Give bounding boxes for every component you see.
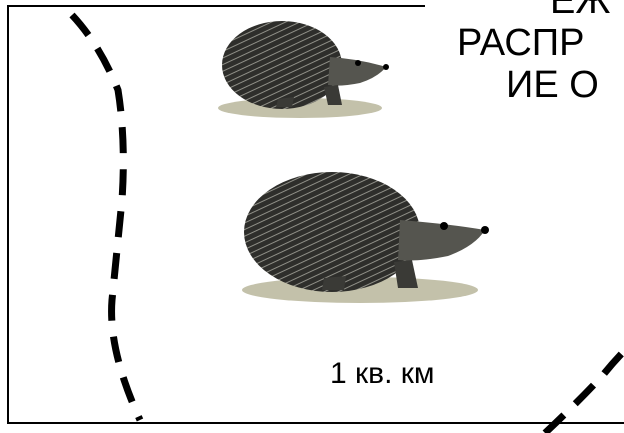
area-scale-label: 1 кв. км [330,357,435,390]
title-line-3: ИЕ О [506,64,599,106]
slide-title: ЕЖ РАСПР ИЕ О [440,0,624,106]
hedgehog-icon [218,21,389,118]
title-mask [425,0,624,9]
habitat-boundary-left [69,12,144,422]
habitat-boundary-right [542,346,624,433]
hedgehog-icon [242,172,489,303]
area-frame [7,5,624,424]
title-line-1: ЕЖ [550,0,611,22]
title-line-2: РАСПР [457,22,585,64]
